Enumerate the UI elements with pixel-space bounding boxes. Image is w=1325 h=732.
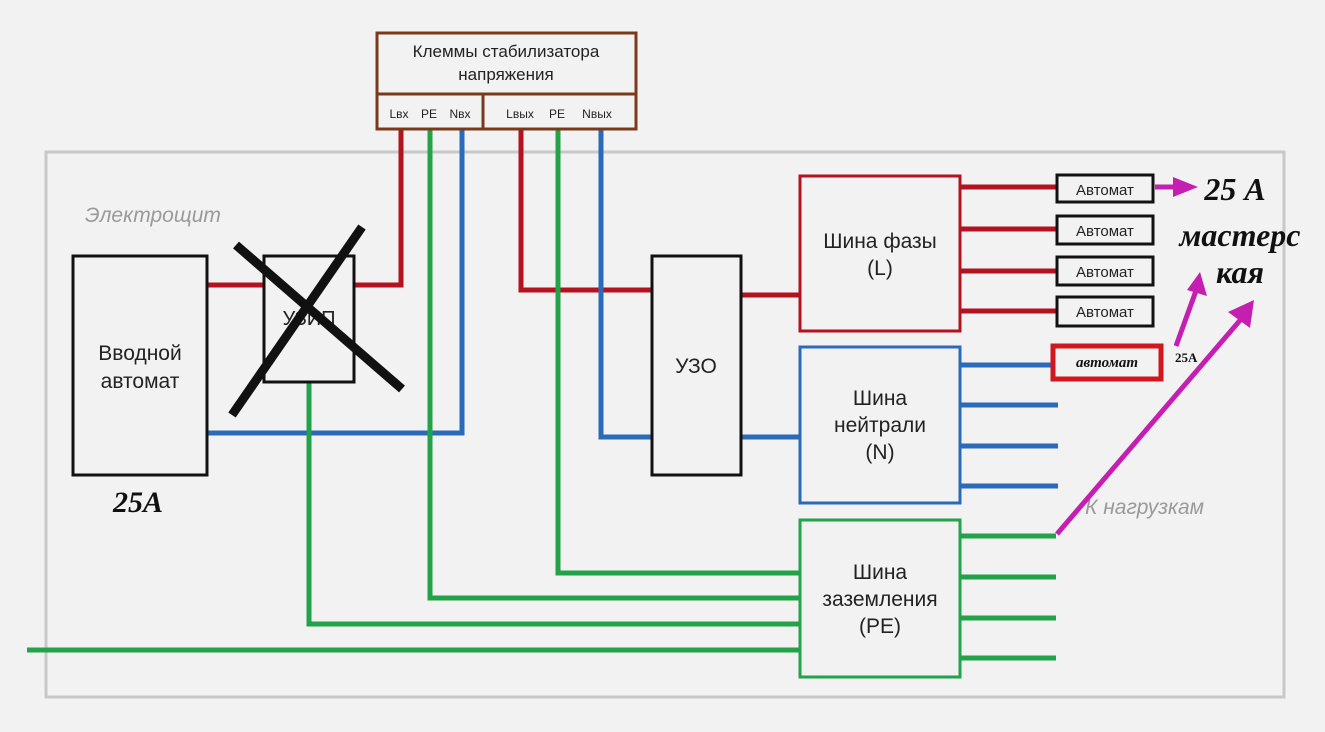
phase-bus: Шина фазы (L): [798, 174, 962, 333]
arrowhead-icon: [1173, 177, 1198, 197]
phase-bus-line1: Шина фазы: [823, 230, 937, 253]
added-breaker-rating: 25A: [1175, 350, 1198, 365]
arrowheads: [1173, 177, 1254, 328]
terminal-pe-in: PE: [421, 107, 437, 121]
terminal-l-out: Lвых: [506, 107, 534, 121]
stabilizer-title-1: Клеммы стабилизатора: [413, 42, 600, 61]
terminal-l-in: Lвх: [389, 107, 408, 121]
neutral-bus: Шина нейтрали (N): [798, 345, 962, 505]
phase-wires: [208, 130, 1056, 314]
panel-label: Электрощит: [85, 204, 221, 227]
stabilizer-terminals: Клеммы стабилизатора напряжения Lвх PE N…: [375, 31, 638, 131]
loads-label: К нагрузкам: [1085, 496, 1204, 519]
surge-protector: УЗИП: [262, 254, 356, 384]
arrowhead-icon: [1187, 272, 1207, 296]
neutral-bus-line1: Шина: [853, 387, 908, 410]
main-breaker-line1: Вводной: [98, 342, 181, 365]
breaker-3-label: Автомат: [1076, 264, 1134, 281]
neutral-wires: [208, 130, 1058, 489]
annotation-line1: 25 А: [1203, 171, 1265, 207]
breaker-1: Автомат: [1055, 173, 1155, 204]
annotation-line3: кая: [1216, 254, 1264, 290]
main-breaker: Вводной автомат: [71, 254, 209, 477]
breaker-1-label: Автомат: [1076, 182, 1134, 199]
annotation-line2: мастерс: [1178, 217, 1301, 253]
terminal-n-in: Nвх: [449, 107, 470, 121]
neutral-bus-line3: (N): [865, 441, 894, 464]
ground-bus: Шина заземления (PE): [798, 518, 962, 679]
added-breaker-label: автомат: [1076, 355, 1138, 371]
stabilizer-title-2: напряжения: [458, 65, 553, 84]
arrowhead-icon: [1228, 300, 1254, 328]
terminal-pe-out: PE: [549, 107, 565, 121]
rcd: УЗО: [650, 254, 743, 477]
main-breaker-rating: 25A: [112, 486, 163, 519]
breaker-3: Автомат: [1055, 255, 1155, 287]
ground-wires: [27, 130, 1056, 661]
ground-bus-line2: заземления: [822, 588, 937, 611]
added-breaker: автомат: [1050, 343, 1164, 382]
cross-out-mark: [228, 224, 405, 418]
breaker-2: Автомат: [1055, 214, 1155, 246]
ground-bus-line1: Шина: [853, 561, 908, 584]
rcd-label: УЗО: [675, 355, 717, 378]
ground-bus-line3: (PE): [859, 615, 901, 638]
main-breaker-line2: автомат: [101, 370, 180, 393]
terminal-n-out: Nвых: [582, 107, 612, 121]
phase-bus-line2: (L): [867, 257, 893, 280]
neutral-bus-line2: нейтрали: [834, 414, 926, 437]
breaker-4: Автомат: [1055, 295, 1155, 328]
breaker-2-label: Автомат: [1076, 223, 1134, 240]
breaker-4-label: Автомат: [1076, 304, 1134, 321]
